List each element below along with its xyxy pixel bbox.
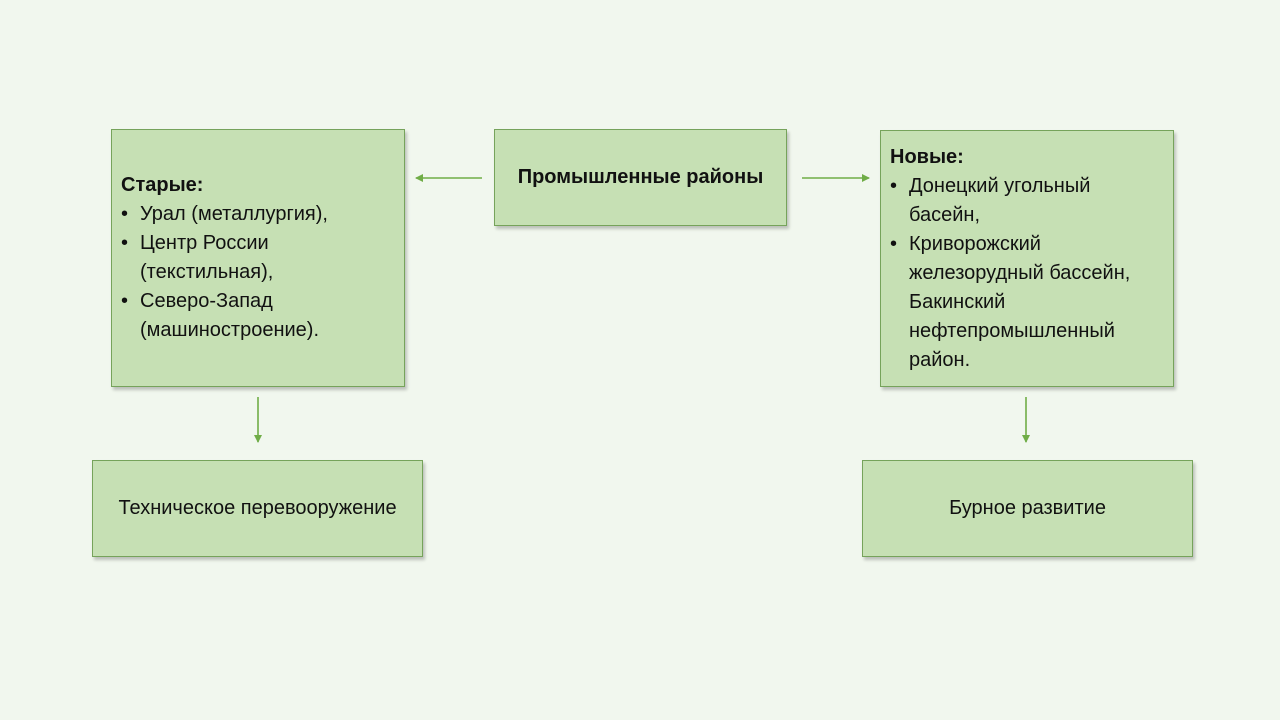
bullet-icon: • [890,232,898,255]
list-item: • Центр России (текстильная), [121,229,394,287]
outcome-right-label: Бурное развитие [949,497,1106,519]
bullet-icon: • [121,203,129,225]
new-regions-list: • Донецкий угольный басейн, • Криворожск… [890,172,1163,375]
list-item: • Криворожский железорудный бассейн, Бак… [890,230,1163,375]
outcome-right-box: Бурное развитие [862,460,1193,557]
old-regions-list: • Урал (металлургия), • Центр России (те… [121,200,394,345]
outcome-left-label: Техническое перевооружение [118,497,397,519]
center-title: Промышленные районы [517,166,764,188]
new-regions-box: Новые: • Донецкий угольный басейн, • Кри… [880,130,1174,387]
bullet-icon: • [121,232,129,254]
list-item: • Донецкий угольный басейн, [890,172,1163,230]
new-regions-heading: Новые: [890,145,964,168]
outcome-left-box: Техническое перевооружение [92,460,423,557]
list-item: • Северо-Запад (машиностроение). [121,287,394,345]
bullet-icon: • [121,290,129,312]
list-item: • Урал (металлургия), [121,200,394,229]
center-box: Промышленные районы [494,129,787,226]
old-regions-heading: Старые: [121,174,204,196]
old-regions-box: Старые: • Урал (металлургия), • Центр Ро… [111,129,405,387]
bullet-icon: • [890,174,898,197]
